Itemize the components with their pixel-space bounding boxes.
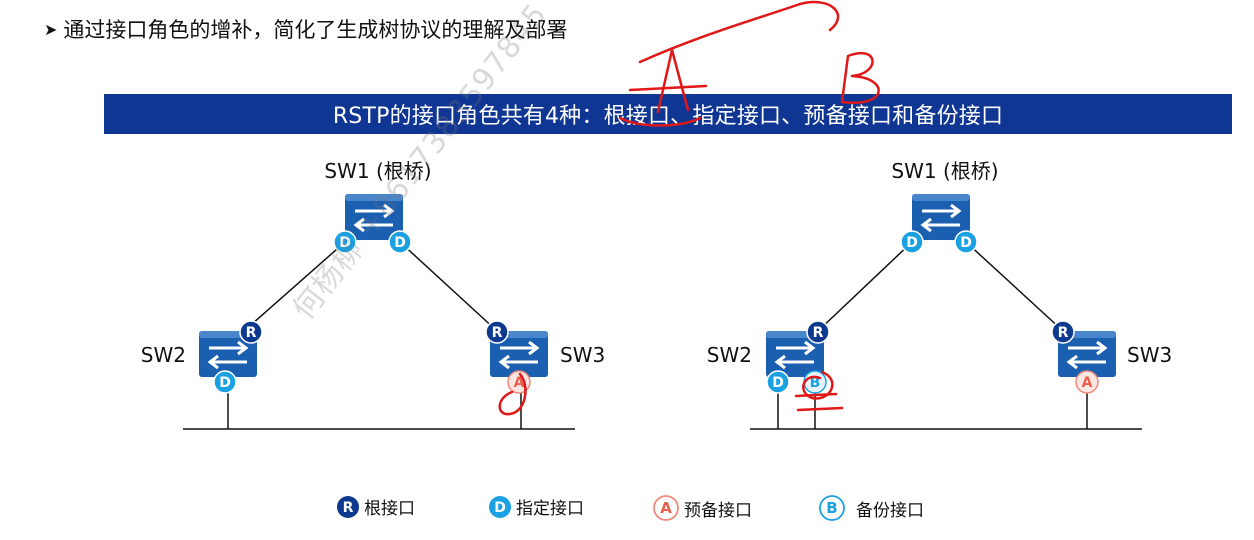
alternate-port-legend-icon: A	[653, 495, 679, 521]
svg-text:R: R	[813, 325, 824, 341]
legend-designated-port: D 指定接口	[488, 494, 584, 519]
left-topology: SW1 (根桥) SW2 SW3 D D R D R A	[141, 159, 605, 430]
title-banner: RSTP的接口角色共有4种：根接口、指定接口、预备接口和备份接口	[104, 94, 1232, 134]
legend-label: 指定接口	[516, 499, 584, 519]
annotation-b-line1	[794, 392, 838, 398]
designated-port-badge: D	[766, 370, 790, 394]
annotation-underline	[618, 116, 702, 127]
designated-port-badge: D	[333, 230, 357, 254]
annotation-letter-b	[840, 52, 880, 105]
svg-text:D: D	[339, 235, 351, 251]
legend-backup-port: B 备份接口	[818, 494, 924, 522]
legend-label: 预备接口	[684, 500, 752, 521]
sw3-label: SW3	[560, 343, 605, 367]
designated-port-badge: D	[388, 230, 412, 254]
right-topology: SW1 (根桥) SW2 SW3 D D R D B R A	[707, 159, 1172, 430]
root-port-legend-icon: R	[337, 495, 359, 518]
link-sw1-sw2	[817, 241, 913, 332]
annotation-letter-a	[656, 48, 690, 114]
annotation-circle-b	[802, 370, 834, 400]
svg-text:D: D	[494, 500, 506, 516]
annotation-circle-a	[498, 372, 527, 416]
svg-text:R: R	[343, 500, 354, 516]
svg-text:A: A	[1082, 375, 1093, 391]
root-port-badge: R	[239, 320, 263, 344]
svg-text:D: D	[219, 375, 231, 391]
bullet-arrow-icon: ➤	[44, 20, 58, 39]
svg-text:B: B	[810, 375, 821, 391]
legend-label: 根接口	[364, 499, 415, 519]
svg-text:D: D	[772, 375, 784, 391]
alternate-port-badge: A	[1075, 370, 1099, 394]
svg-text:R: R	[492, 325, 503, 341]
legend-alternate-port: A 预备接口	[652, 494, 752, 522]
link-sw1-sw3	[965, 241, 1064, 332]
bullet-line: ➤ 通过接口角色的增补，简化了生成树协议的理解及部署	[44, 16, 567, 44]
root-port-badge: R	[485, 320, 509, 344]
sw1-label: SW1 (根桥)	[324, 159, 431, 183]
sw3-label: SW3	[1127, 343, 1172, 367]
link-sw1-sw3	[399, 241, 498, 332]
designated-port-legend-icon: D	[489, 495, 511, 518]
backup-port-legend-icon: B	[819, 495, 845, 521]
svg-text:R: R	[246, 325, 257, 341]
root-port-badge: R	[1051, 320, 1075, 344]
svg-text:D: D	[906, 235, 918, 251]
backup-port-badge: B	[803, 370, 827, 394]
svg-text:A: A	[660, 499, 672, 517]
svg-text:R: R	[1058, 325, 1069, 341]
root-port-badge: R	[806, 320, 830, 344]
link-sw1-sw2	[243, 241, 346, 332]
svg-text:A: A	[514, 375, 525, 391]
sw2-label: SW2	[707, 343, 752, 367]
designated-port-badge: D	[900, 230, 924, 254]
svg-text:D: D	[960, 235, 972, 251]
designated-port-badge: D	[954, 230, 978, 254]
annotation-a-crossbar	[628, 84, 708, 92]
designated-port-badge: D	[213, 370, 237, 394]
sw2-label: SW2	[141, 343, 186, 367]
sw1-label: SW1 (根桥)	[891, 159, 998, 183]
handwritten-annotations	[498, 0, 880, 416]
svg-text:B: B	[826, 499, 837, 517]
bullet-text: 通过接口角色的增补，简化了生成树协议的理解及部署	[63, 18, 568, 42]
legend-label: 备份接口	[856, 500, 924, 521]
legend-root-port: R 根接口	[336, 494, 415, 519]
svg-text:D: D	[394, 235, 406, 251]
annotation-curve	[638, 0, 840, 64]
annotation-b-line2	[796, 406, 844, 412]
